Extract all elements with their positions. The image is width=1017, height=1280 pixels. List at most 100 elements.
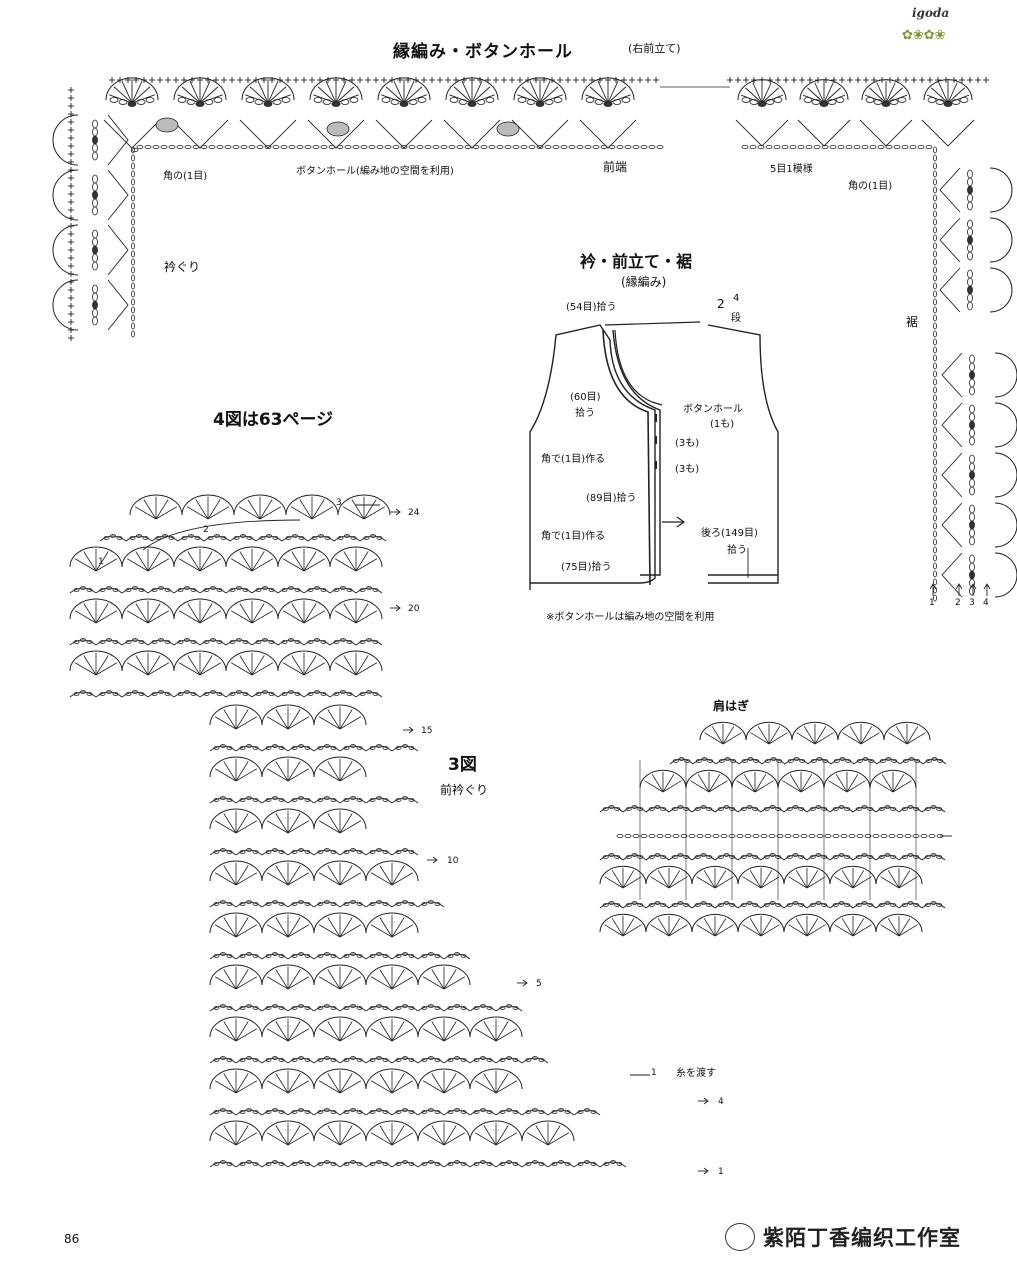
chain-stitch: [833, 759, 840, 763]
chain-arc: [829, 854, 854, 861]
fan-spoke: [622, 924, 642, 937]
chain-stitch: [763, 903, 770, 907]
chain-stitch: [914, 759, 921, 763]
chain-stitch: [265, 850, 272, 854]
fan-spoke: [334, 558, 357, 572]
shell-loop: [741, 97, 751, 103]
shell-loop: [92, 198, 98, 208]
chain-stitch: [930, 901, 937, 905]
chain-stitch: [855, 807, 862, 811]
chain-stitch: [376, 144, 384, 149]
fan-spoke: [235, 1073, 249, 1094]
chain-stitch: [840, 834, 848, 839]
fan-spoke: [287, 969, 301, 990]
chain-stitch: [219, 1108, 226, 1112]
chain-stitch: [933, 210, 938, 218]
fan-spoke: [339, 1080, 362, 1094]
chain-arc: [173, 691, 201, 698]
chain-stitch: [933, 362, 938, 370]
shell-loop: [881, 101, 891, 107]
fan-arc: [777, 769, 825, 789]
chain-stitch: [654, 853, 661, 857]
chain-arc: [622, 902, 647, 909]
chain-stitch: [408, 1110, 415, 1114]
edging-scallop: [377, 77, 431, 101]
fan-spoke: [760, 924, 780, 937]
chain-stitch: [893, 144, 901, 149]
shell-loop: [263, 101, 273, 107]
fan-spoke: [235, 1028, 258, 1042]
fan-spoke: [852, 876, 872, 889]
chain-stitch: [632, 144, 640, 149]
shell-loop: [969, 412, 975, 422]
chain-stitch: [421, 1162, 428, 1166]
chain-stitch: [304, 1058, 311, 1062]
chain-stitch: [706, 903, 713, 907]
fan-spoke: [370, 1080, 393, 1094]
chain-arc: [599, 1161, 627, 1168]
chain-stitch: [704, 834, 712, 839]
fan-spoke: [214, 1132, 237, 1146]
chain-arc: [209, 1161, 237, 1168]
chain-arc: [355, 691, 383, 698]
chain-arc: [495, 1161, 523, 1168]
chain-stitch: [832, 807, 839, 811]
chain-stitch: [213, 798, 220, 802]
fan-spoke: [696, 876, 716, 889]
fan-spoke: [662, 780, 682, 793]
fan-spoke: [199, 86, 219, 104]
chain-stitch: [112, 588, 119, 592]
chain-stitch: [752, 855, 759, 859]
chain-stitch: [323, 744, 330, 748]
fan-arc: [121, 546, 175, 568]
chain-stitch: [359, 692, 366, 696]
shell-loop: [340, 99, 350, 105]
fan-arc: [365, 1016, 419, 1038]
shell-loop: [897, 97, 907, 103]
chain-stitch: [375, 848, 382, 852]
chain-stitch: [920, 834, 928, 839]
chain-arc: [173, 639, 201, 646]
fan-spoke: [121, 80, 133, 104]
fan-spoke: [275, 1073, 289, 1094]
fan-arc: [209, 808, 263, 830]
chain-arc: [391, 1161, 419, 1168]
chain-stitch: [323, 1108, 330, 1112]
chain-stitch: [131, 586, 138, 590]
chain-stitch: [382, 1162, 389, 1166]
chain-stitch: [671, 807, 678, 811]
chain-arc: [443, 1005, 471, 1012]
chain-stitch: [110, 534, 117, 538]
chain-stitch: [878, 855, 885, 859]
chain-stitch: [363, 536, 370, 540]
fan-spoke: [750, 732, 770, 745]
chain-stitch: [382, 1006, 389, 1010]
chain-stitch: [608, 853, 615, 857]
chain-stitch: [479, 1160, 486, 1164]
chain-stitch: [885, 757, 892, 761]
chain-stitch: [792, 901, 799, 905]
chain-stitch: [800, 834, 808, 839]
fan-spoke: [761, 87, 779, 104]
fig3-step-1: 1: [98, 557, 104, 567]
edging-scallop: [799, 79, 849, 101]
count-3b: (3も): [675, 464, 700, 475]
fan-spoke: [363, 506, 386, 520]
chain-stitch: [323, 1160, 330, 1164]
fan-spoke: [800, 780, 820, 793]
chain-stitch: [343, 798, 350, 802]
fan-spoke: [282, 662, 305, 676]
v-stitch: [107, 114, 129, 166]
chain-arc: [547, 1109, 575, 1116]
chain-arc: [339, 849, 367, 856]
fan-spoke: [708, 774, 721, 793]
chain-stitch: [278, 798, 285, 802]
shell-loop: [811, 99, 821, 105]
fan-spoke: [339, 1021, 353, 1042]
fan-spoke: [714, 918, 727, 937]
fan-spoke: [339, 813, 353, 834]
v-stitch: [239, 119, 297, 149]
fan-spoke: [339, 924, 362, 938]
chain-arc: [443, 953, 471, 960]
chain-stitch: [473, 1058, 480, 1062]
